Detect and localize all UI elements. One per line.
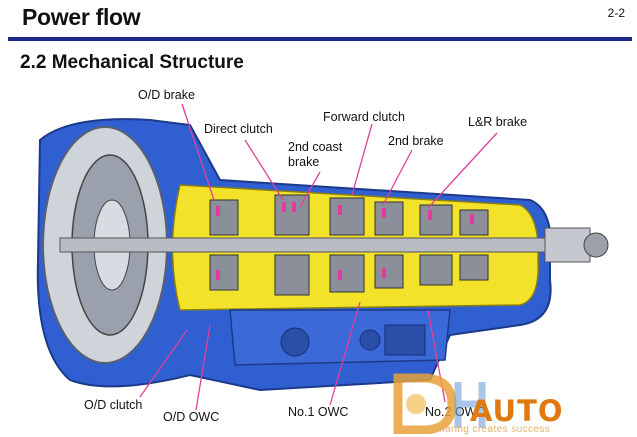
logo-tagline: Sharing creates success xyxy=(432,424,551,435)
no1-owc-label: No.1 OWC xyxy=(288,405,349,419)
second-coast-brake-line2: brake xyxy=(288,155,320,169)
second-coast-brake-line1: 2nd coast xyxy=(288,140,343,154)
page-number: 2-2 xyxy=(607,6,625,20)
page-title: Power flow xyxy=(22,4,141,30)
clutch-packs xyxy=(209,194,489,296)
second-brake-label: 2nd brake xyxy=(388,134,444,148)
forward-clutch-label: Forward clutch xyxy=(323,110,405,124)
second-coast-brake-label: 2nd coast brake xyxy=(288,140,342,170)
od-clutch-label: O/D clutch xyxy=(84,398,143,412)
od-owc-label: O/D OWC xyxy=(163,410,220,424)
direct-clutch-label: Direct clutch xyxy=(204,122,273,136)
od-brake-label: O/D brake xyxy=(138,88,195,102)
dhtauto-logo xyxy=(393,373,486,434)
transmission-cutaway-image xyxy=(36,118,609,392)
title-divider xyxy=(8,37,632,41)
section-title: 2.2 Mechanical Structure xyxy=(20,52,244,73)
friction-elements xyxy=(216,202,474,280)
logo-wordmark: AUTO xyxy=(470,394,564,428)
main-shaft xyxy=(59,237,606,253)
lr-brake-label: L&R brake xyxy=(468,115,528,129)
